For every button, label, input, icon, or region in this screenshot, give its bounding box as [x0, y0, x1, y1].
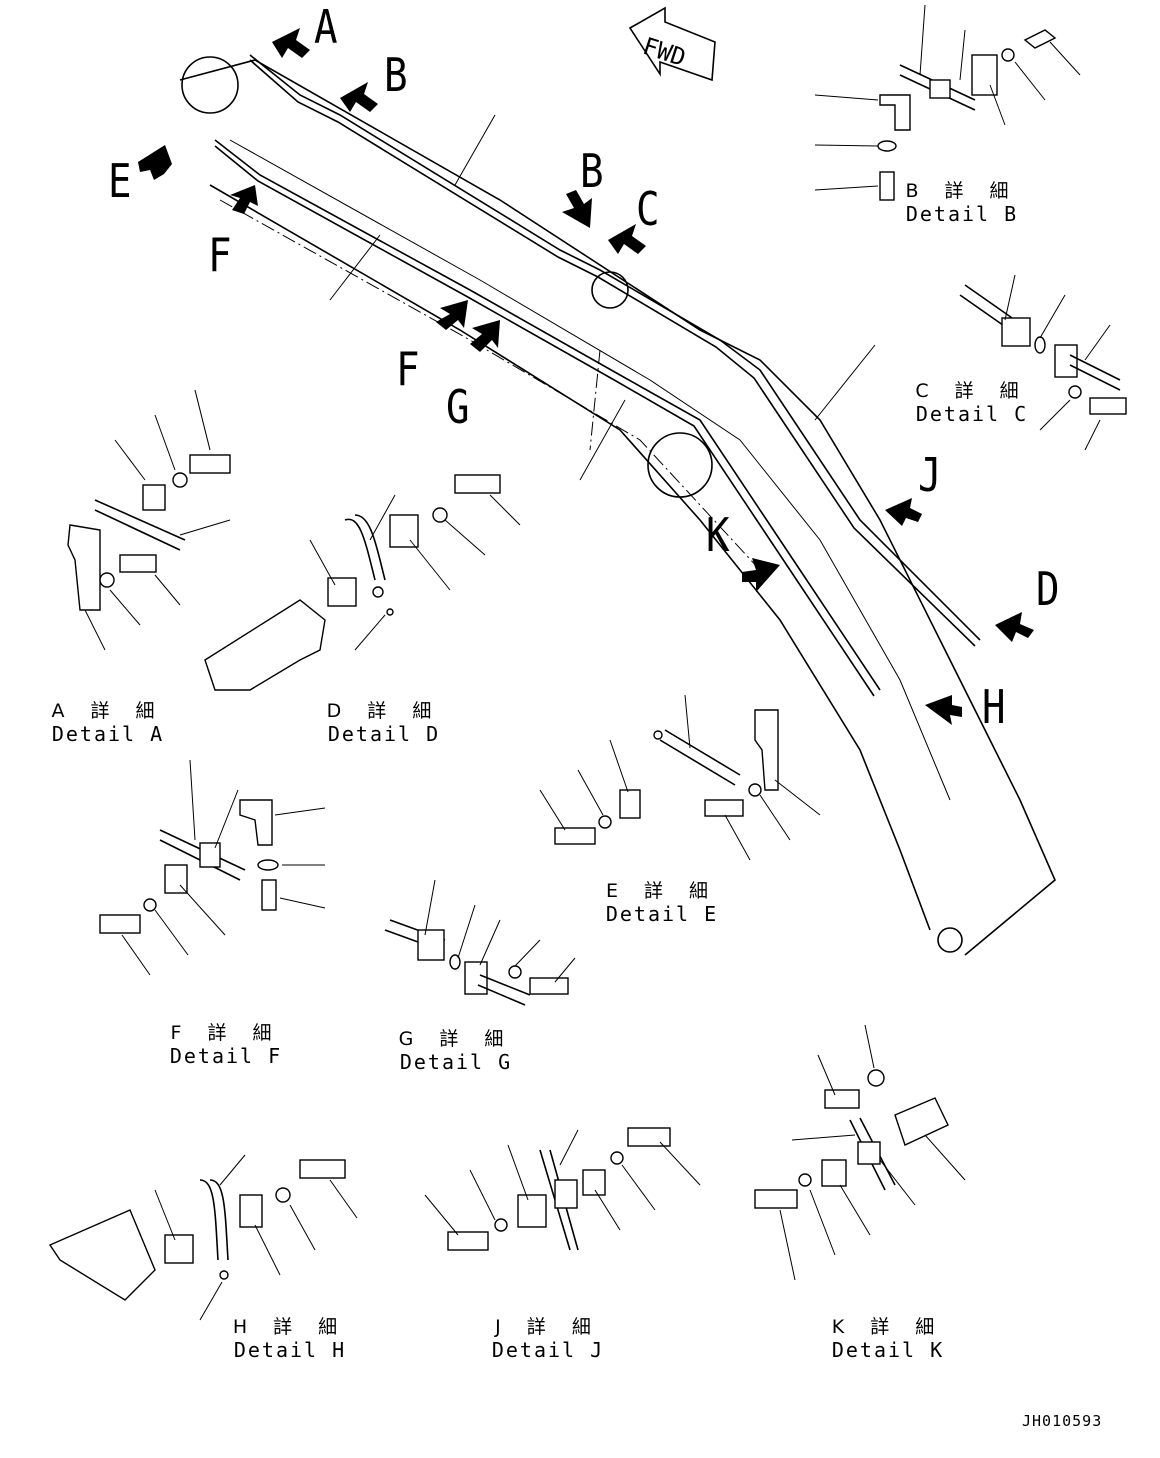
caption-en: Detail C — [915, 402, 1029, 426]
fwd-arrow-icon — [628, 6, 716, 82]
detail-f-parts — [99, 759, 326, 976]
caption-detail-k: K 詳 細 Detail K — [788, 1316, 988, 1362]
caption-en: Detail F — [169, 1044, 283, 1068]
caption-detail-h: H 詳 細 Detail H — [190, 1316, 390, 1362]
callout-k: K — [706, 508, 730, 562]
caption-en: Detail H — [233, 1338, 347, 1362]
caption-jp: K 詳 細 — [831, 1316, 945, 1338]
detail-d-parts — [204, 474, 521, 691]
detail-e-parts — [539, 694, 821, 861]
caption-en: Detail D — [327, 722, 441, 746]
callout-j: J — [918, 448, 942, 502]
caption-en: Detail A — [51, 722, 165, 746]
hose-lines — [214, 54, 981, 697]
caption-jp: F 詳 細 — [170, 1022, 282, 1044]
caption-en: Detail G — [399, 1050, 513, 1074]
caption-en: Detail E — [605, 902, 719, 926]
caption-jp: H 詳 細 — [232, 1316, 348, 1338]
detail-c-parts — [959, 274, 1127, 451]
callout-h: H — [982, 680, 1006, 734]
callout-f-lower: F — [396, 342, 420, 396]
callout-arrows — [138, 28, 1034, 725]
leader-lines — [329, 114, 876, 481]
callout-g: G — [446, 380, 470, 434]
detail-g-parts — [384, 879, 576, 1006]
callout-b-upper: B — [384, 48, 408, 102]
callout-f-upper: F — [208, 228, 232, 282]
caption-en: Detail J — [491, 1338, 605, 1362]
caption-jp: E 詳 細 — [605, 880, 719, 902]
caption-detail-d: D 詳 細 Detail D — [284, 700, 484, 746]
callout-a: A — [314, 0, 338, 54]
caption-detail-j: J 詳 細 Detail J — [448, 1316, 648, 1362]
caption-jp: B 詳 細 — [905, 180, 1019, 202]
caption-detail-a: A 詳 細 Detail A — [8, 700, 208, 746]
caption-detail-f: F 詳 細 Detail F — [126, 1022, 326, 1068]
caption-detail-e: E 詳 細 Detail E — [562, 880, 762, 926]
callout-b-lower: B — [580, 144, 604, 198]
detail-b-parts — [814, 4, 1081, 201]
caption-jp: D 詳 細 — [326, 700, 442, 722]
boom-body — [179, 56, 1056, 956]
caption-detail-g: G 詳 細 Detail G — [356, 1028, 556, 1074]
caption-en: Detail B — [905, 202, 1019, 226]
detail-h-parts — [48, 1154, 358, 1321]
caption-en: Detail K — [831, 1338, 945, 1362]
detail-a-parts — [67, 389, 231, 651]
drawing-code: JH010593 — [1022, 1412, 1103, 1430]
caption-jp: G 詳 細 — [398, 1028, 514, 1050]
callout-d: D — [1036, 562, 1060, 616]
detail-k-parts — [754, 1024, 966, 1281]
caption-jp: A 詳 細 — [51, 700, 165, 722]
caption-jp: J 詳 細 — [495, 1316, 601, 1338]
caption-detail-c: C 詳 細 Detail C — [872, 380, 1072, 426]
callout-c: C — [636, 182, 660, 236]
caption-jp: C 詳 細 — [915, 380, 1029, 402]
callout-e: E — [108, 154, 132, 208]
caption-detail-b: B 詳 細 Detail B — [862, 180, 1062, 226]
detail-j-parts — [424, 1127, 701, 1251]
